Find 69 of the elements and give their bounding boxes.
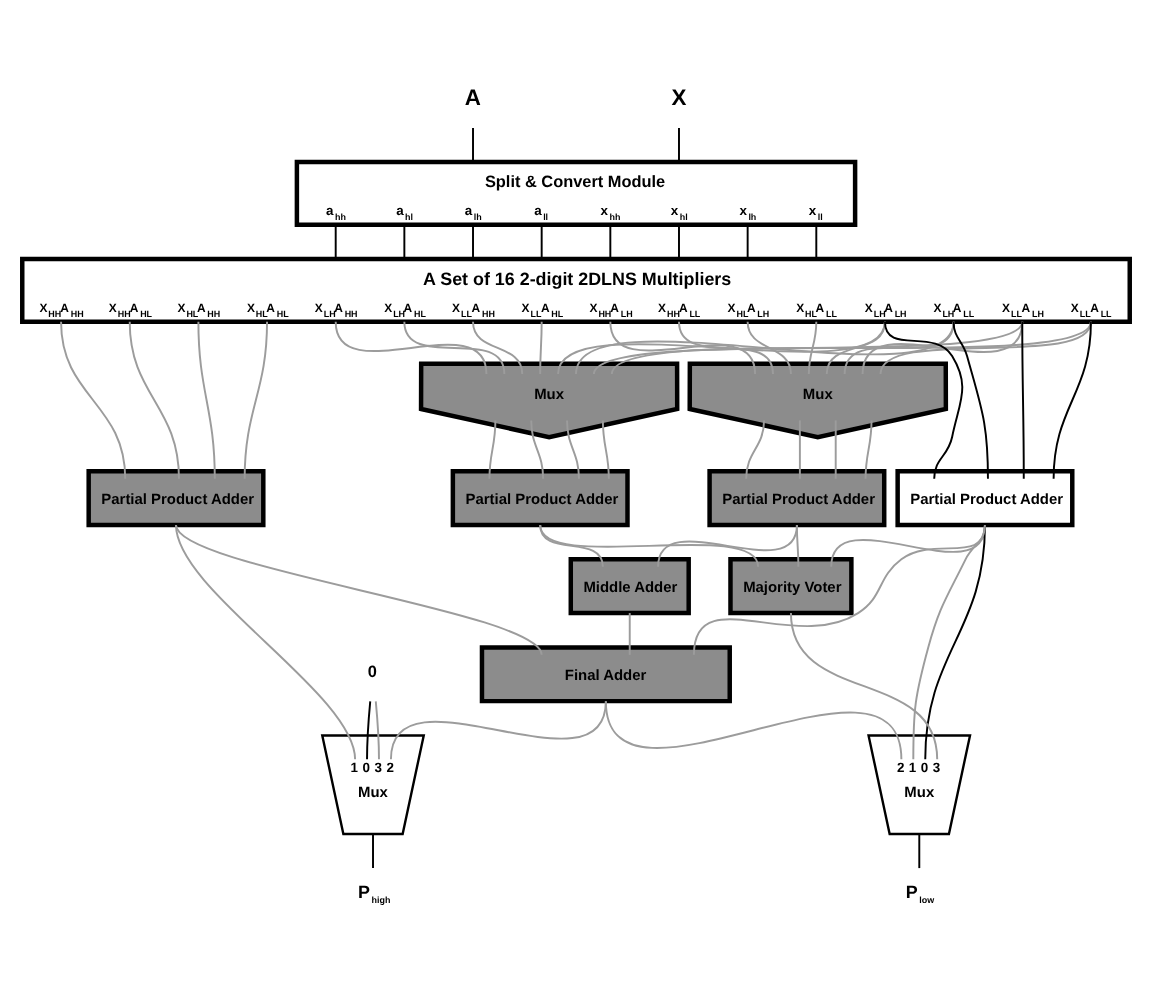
connector [692, 524, 986, 656]
connector [884, 320, 964, 480]
connector [334, 223, 337, 261]
connector [601, 419, 610, 480]
connector [834, 419, 837, 480]
connector [374, 700, 380, 761]
connector [243, 320, 268, 480]
node-box: Partial Product Adder [707, 469, 887, 528]
connector [472, 223, 474, 261]
connector [539, 320, 543, 376]
connector [657, 524, 798, 568]
node-box: Middle Adder [568, 557, 691, 616]
connector [825, 320, 886, 376]
connector [403, 320, 506, 376]
connector [488, 419, 497, 480]
node-text: A [464, 86, 481, 111]
connector [592, 320, 1024, 376]
connector [807, 320, 818, 376]
connector [678, 320, 774, 376]
node-box: Partial Product Adder [86, 469, 266, 528]
connector [678, 223, 680, 261]
connector [403, 223, 406, 261]
connector [628, 612, 631, 656]
connector [912, 524, 986, 761]
connector [197, 320, 216, 480]
connector [918, 833, 921, 870]
node-text: 0 [367, 662, 377, 681]
node-box: Partial Product Adder [895, 469, 1075, 528]
node-text: P$_{low}$ [905, 882, 935, 906]
connector [815, 223, 818, 261]
connector [540, 223, 543, 261]
node-box: Final Adder [479, 645, 732, 704]
connector [746, 223, 749, 261]
connector [334, 320, 488, 376]
connector [472, 320, 524, 376]
connector [539, 524, 760, 568]
connector [60, 320, 127, 480]
connector [472, 126, 474, 163]
connector [610, 320, 1092, 376]
connector [530, 419, 545, 480]
node-box: Majority Voter [728, 557, 854, 616]
connector [566, 419, 580, 480]
connector [372, 833, 374, 870]
connector [798, 419, 801, 480]
connector [746, 320, 792, 376]
connector [175, 524, 543, 656]
connector [1052, 320, 1092, 480]
connector [924, 524, 986, 761]
node-text: P$_{high}$ [358, 882, 391, 906]
connector [557, 320, 886, 376]
connector [795, 524, 800, 568]
connector [678, 126, 680, 163]
connector [609, 223, 612, 261]
connector [175, 524, 357, 761]
connector [789, 612, 939, 761]
connector [575, 320, 955, 376]
connector [952, 320, 989, 480]
connector [604, 700, 903, 761]
connector [539, 524, 604, 568]
connector [864, 419, 873, 480]
connector [366, 700, 372, 761]
connector [745, 419, 766, 480]
node-box: Partial Product Adder [450, 469, 630, 528]
connector [1021, 320, 1025, 480]
connector [879, 320, 1092, 376]
connector [128, 320, 180, 480]
connector [609, 320, 757, 376]
connector [843, 320, 955, 376]
node-text: X [671, 86, 687, 111]
